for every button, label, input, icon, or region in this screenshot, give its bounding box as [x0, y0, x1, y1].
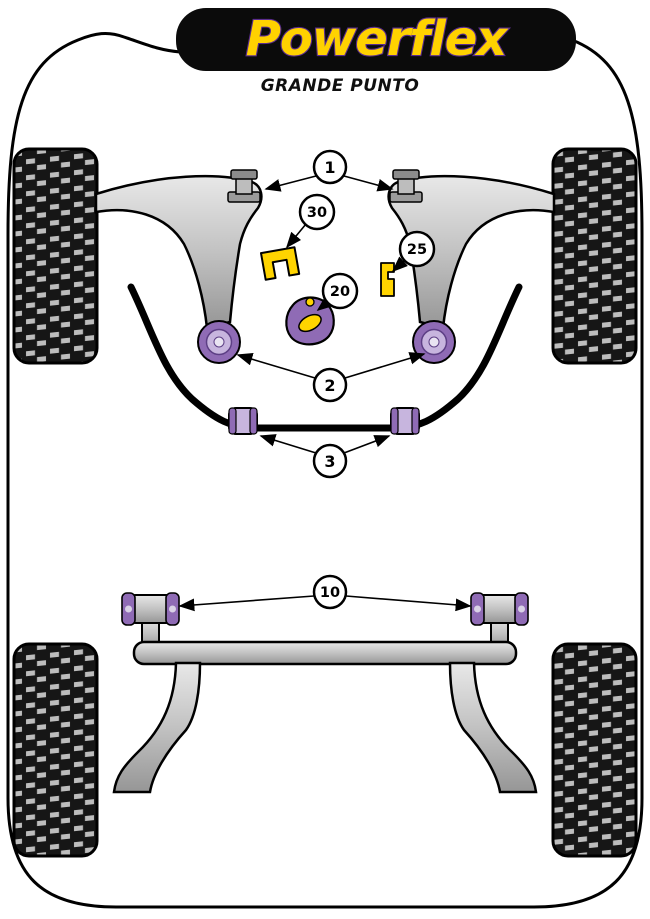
- engine-mount-left: [227, 169, 261, 203]
- arrow-10-left: [178, 595, 315, 612]
- arb-bush-right: [390, 407, 420, 435]
- callout-10-label: 10: [320, 585, 340, 601]
- callout-20-label: 20: [330, 284, 350, 300]
- arrow-2-left: [236, 352, 316, 379]
- callout-20: 20: [321, 272, 359, 310]
- callout-25-label: 25: [407, 242, 427, 258]
- yellow-bracket-part: [260, 246, 301, 281]
- callouts: 1 30 25 20 2 3 10: [298, 149, 436, 610]
- wheel-front-left: [12, 147, 99, 365]
- arrow-3-left: [259, 434, 317, 454]
- lower-mount-insert: [285, 296, 335, 346]
- wheel-front-right: [551, 147, 638, 365]
- wheel-rear-left: [12, 642, 99, 858]
- callout-2: 2: [312, 367, 348, 403]
- callout-10: 10: [312, 574, 348, 610]
- arrow-25: [391, 256, 408, 273]
- callout-25: 25: [398, 230, 436, 268]
- callout-2-label: 2: [324, 376, 335, 395]
- callout-30: 30: [298, 193, 336, 231]
- callout-arrows: [178, 175, 472, 612]
- callout-1-label: 1: [324, 158, 335, 177]
- arrow-1-left: [264, 175, 317, 192]
- engine-mount-right: [389, 169, 423, 203]
- front-lower-bush-left: [197, 320, 241, 364]
- powerflex-logo: Powerflex: [246, 11, 510, 67]
- arb-bush-left: [228, 407, 258, 435]
- model-label: GRANDE PUNTO: [261, 76, 420, 96]
- arrow-3-right: [343, 435, 391, 454]
- callout-3: 3: [312, 443, 348, 479]
- rear-beam-axle: [112, 617, 538, 794]
- wheel-rear-right: [551, 642, 638, 858]
- arrow-20: [316, 296, 334, 311]
- rear-beam-bush-left: [121, 592, 180, 626]
- callout-1: 1: [312, 149, 348, 185]
- arrow-2-right: [344, 352, 426, 379]
- arrow-30: [285, 223, 307, 249]
- rear-beam-bush-right: [470, 592, 529, 626]
- yellow-insert-part: [380, 262, 395, 297]
- front-lower-bush-right: [412, 320, 456, 364]
- anti-roll-bar: [127, 283, 523, 432]
- callout-30-label: 30: [307, 205, 327, 221]
- arrow-1-right: [343, 175, 394, 192]
- callout-3-label: 3: [324, 452, 335, 471]
- arrow-10-right: [345, 595, 472, 612]
- logo-banner: [176, 8, 576, 71]
